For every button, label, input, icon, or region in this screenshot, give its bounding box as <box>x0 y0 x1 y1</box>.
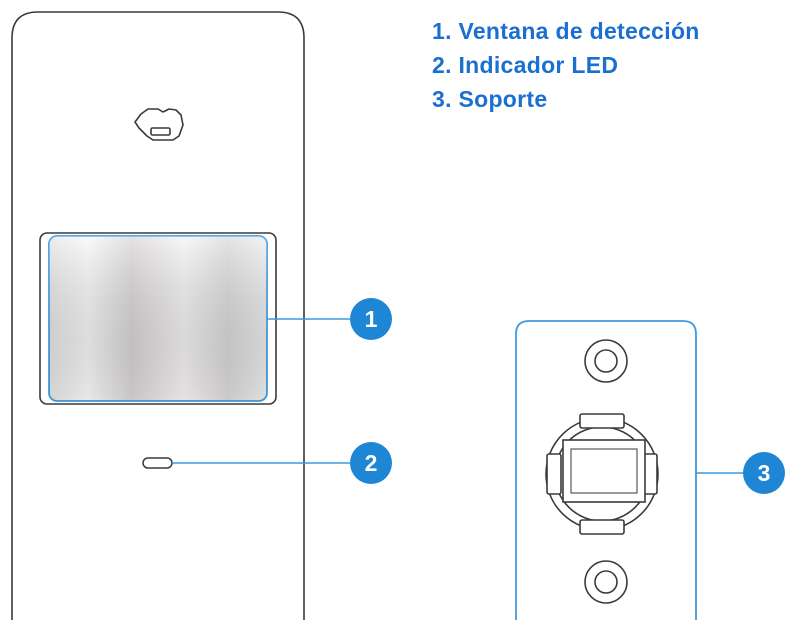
callout-badge-1: 1 <box>350 298 392 340</box>
screw-hole-icon <box>584 339 628 383</box>
svg-text:1: 1 <box>365 306 378 332</box>
callout-badge-2: 2 <box>350 442 392 484</box>
legend-item-detection-window: 1. Ventana de detección <box>432 18 700 44</box>
callout-badge-3: 3 <box>743 452 785 494</box>
mounting-bracket <box>515 320 697 620</box>
svg-text:3: 3 <box>758 460 771 486</box>
svg-text:2: 2 <box>365 450 378 476</box>
parts-legend: 1. Ventana de detección 2. Indicador LED… <box>432 14 700 116</box>
latch-icon <box>545 413 659 535</box>
led-indicator <box>142 457 173 469</box>
camera-logo-icon <box>134 108 184 141</box>
screw-hole-icon <box>584 560 628 604</box>
legend-item-bracket: 3. Soporte <box>432 86 548 112</box>
detection-window <box>39 232 277 405</box>
legend-item-led-indicator: 2. Indicador LED <box>432 52 619 78</box>
callout-lines <box>172 318 745 474</box>
